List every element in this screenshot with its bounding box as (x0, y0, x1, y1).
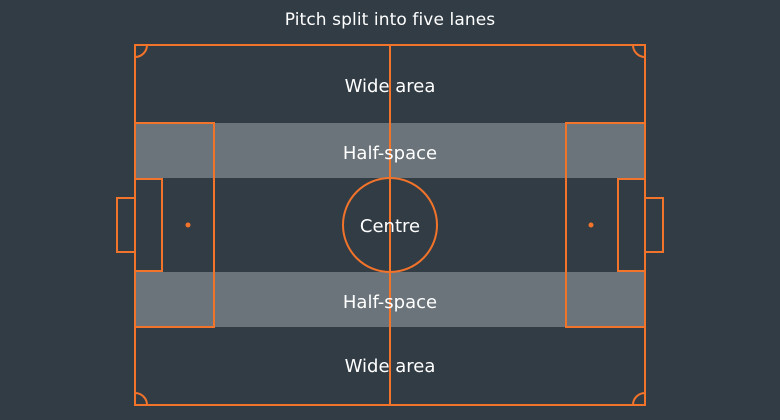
corner-arc-bottom-left (134, 392, 148, 406)
corner-arc-top-right (632, 44, 646, 58)
lane-label-wide-bottom: Wide area (345, 356, 436, 377)
lane-label-centre: Centre (360, 216, 420, 237)
corner-arc-bottom-right (632, 392, 646, 406)
left-six-yard-box (134, 178, 163, 272)
left-penalty-spot (185, 222, 191, 228)
left-goal (116, 197, 136, 253)
right-six-yard-box (617, 178, 646, 272)
lane-label-half-space-bottom: Half-space (343, 292, 437, 313)
lane-label-half-space-top: Half-space (343, 143, 437, 164)
corner-arc-top-left (134, 44, 148, 58)
centre-circle (342, 177, 438, 273)
right-penalty-spot (588, 222, 594, 228)
diagram-title: Pitch split into five lanes (284, 10, 496, 30)
right-goal (644, 197, 664, 253)
pitch-markings (116, 44, 664, 406)
lane-label-wide-top: Wide area (345, 76, 436, 97)
